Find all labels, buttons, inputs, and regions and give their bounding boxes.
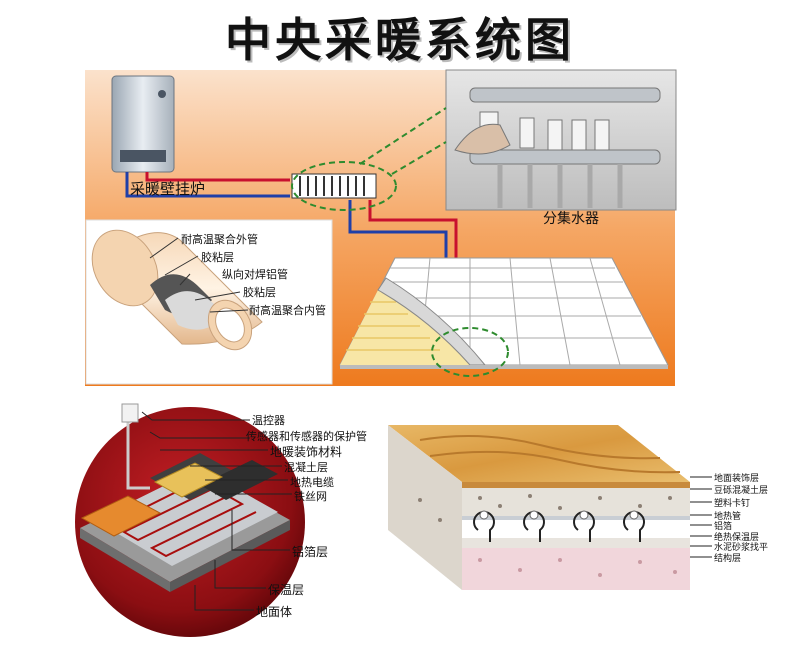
floor-layer-label: 传感器和传感器的保护管: [246, 428, 367, 444]
pipe-layer-label: 纵向对焊铝管: [222, 266, 288, 282]
floor-layer-label: 保温层: [268, 581, 304, 598]
section-layer-label: 结构层: [714, 551, 741, 564]
floor-layer-label: 地面体: [256, 603, 292, 620]
floor-grid-illustration: [340, 258, 668, 369]
manifold-small: [292, 174, 376, 198]
pipe-layer-label: 胶粘层: [201, 249, 234, 265]
section-layer-label: 塑料卡钉: [714, 496, 750, 509]
floor-layer-label: 铝箔层: [292, 543, 328, 560]
right-leader-lines: [690, 477, 712, 557]
floor-section-illustration: [388, 425, 690, 590]
floor-layer-label: 地暖装饰材料: [270, 443, 342, 460]
floor-layer-label: 温控器: [252, 412, 285, 428]
pipe-layer-label: 耐高温聚合内管: [249, 302, 326, 318]
section-layer-label: 豆砾混凝土层: [714, 483, 768, 496]
boiler-label: 采暖壁挂炉: [130, 178, 205, 199]
manifold-label: 分集水器: [543, 208, 599, 228]
pipe-layer-label: 胶粘层: [243, 284, 276, 300]
floor-layer-label: 混凝土层: [284, 459, 328, 475]
boiler-illustration: [112, 76, 174, 172]
floor-layer-label: 铁丝网: [294, 488, 327, 504]
pipe-layer-label: 耐高温聚合外管: [181, 231, 258, 247]
